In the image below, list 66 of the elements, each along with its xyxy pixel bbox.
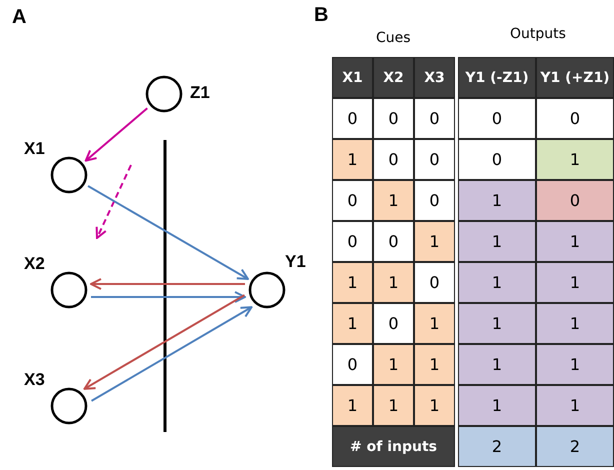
table-cell: 1 bbox=[373, 344, 414, 385]
arrow bbox=[91, 306, 253, 402]
node-label: X2 bbox=[24, 254, 45, 274]
table-cell: 1 bbox=[458, 180, 536, 221]
table-cell: 0 bbox=[458, 98, 536, 139]
table-cell: 0 bbox=[332, 344, 373, 385]
table-cell: 0 bbox=[332, 221, 373, 262]
table-cell: 0 bbox=[332, 98, 373, 139]
panel-letter: A bbox=[12, 6, 26, 29]
table-cell: 1 bbox=[458, 303, 536, 344]
table-cell: 1 bbox=[458, 262, 536, 303]
arrow bbox=[83, 294, 245, 390]
table-cell: 1 bbox=[536, 303, 614, 344]
node-label: X1 bbox=[24, 139, 45, 159]
table-cell: 2 bbox=[458, 426, 536, 467]
header-cell: X3 bbox=[414, 57, 455, 98]
table-cell: 1 bbox=[373, 385, 414, 426]
table-cell: 1 bbox=[536, 221, 614, 262]
node-circle bbox=[24, 139, 86, 192]
table-cell: 1 bbox=[373, 262, 414, 303]
table-cell: 1 bbox=[536, 262, 614, 303]
table-cell: 0 bbox=[373, 139, 414, 180]
header-cell: # of inputs bbox=[332, 426, 455, 467]
table-cell: 1 bbox=[414, 303, 455, 344]
table-cell: 0 bbox=[332, 180, 373, 221]
table-cell: 1 bbox=[373, 180, 414, 221]
arrow bbox=[91, 291, 246, 303]
node-circle bbox=[24, 254, 86, 307]
table-cell: 0 bbox=[414, 262, 455, 303]
column-group-label: Outputs bbox=[510, 26, 566, 42]
table-cell: 1 bbox=[414, 344, 455, 385]
node-label: Y1 bbox=[285, 252, 306, 272]
header-cell: Y1 (-Z1) bbox=[458, 57, 536, 98]
table-cell: 0 bbox=[414, 139, 455, 180]
table-cell: 1 bbox=[458, 221, 536, 262]
table-cell: 1 bbox=[414, 385, 455, 426]
column-group-label: Cues bbox=[376, 30, 411, 46]
arrow bbox=[88, 185, 249, 280]
table-cell: 1 bbox=[414, 221, 455, 262]
table-cell: 1 bbox=[536, 344, 614, 385]
table-cell: 1 bbox=[458, 344, 536, 385]
table-cell: 0 bbox=[373, 98, 414, 139]
table-cell: 1 bbox=[536, 385, 614, 426]
table-cell: 0 bbox=[373, 303, 414, 344]
panel-letter: B bbox=[314, 4, 328, 27]
arrow bbox=[90, 278, 245, 290]
table-cell: 0 bbox=[414, 98, 455, 139]
node-circle bbox=[24, 370, 86, 423]
table-cell: 0 bbox=[414, 180, 455, 221]
node-label: X3 bbox=[24, 370, 45, 390]
table-cell: 1 bbox=[332, 139, 373, 180]
table-cell: 0 bbox=[536, 98, 614, 139]
table-cell: 0 bbox=[458, 139, 536, 180]
table-cell: 0 bbox=[536, 180, 614, 221]
table-cell: 1 bbox=[458, 385, 536, 426]
header-cell: X2 bbox=[373, 57, 414, 98]
table-cell: 2 bbox=[536, 426, 614, 467]
arrow bbox=[84, 108, 148, 162]
table-cell: 1 bbox=[536, 139, 614, 180]
table-cell: 1 bbox=[332, 303, 373, 344]
header-cell: Y1 (+Z1) bbox=[536, 57, 614, 98]
table-cell: 1 bbox=[332, 262, 373, 303]
table-cell: 0 bbox=[373, 221, 414, 262]
header-cell: X1 bbox=[332, 57, 373, 98]
table-cell: 1 bbox=[332, 385, 373, 426]
node-label: Z1 bbox=[190, 83, 210, 103]
